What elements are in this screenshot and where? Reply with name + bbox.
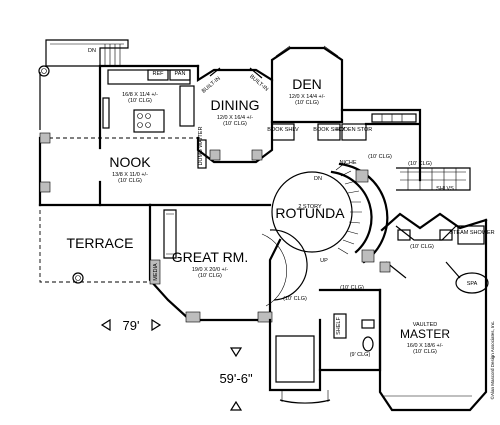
powder-room: SHELF (9' CLG) (10' CLG) [318,285,382,372]
rotunda-name: ROTUNDA [275,205,345,221]
hall-ceiling-3: (10' CLG) [340,285,364,291]
built-in-label-1: BUILT-IN [201,76,222,95]
dumb-waiter-label: DUMB WAITER [198,127,204,166]
shelves-label: SHLVS [436,186,454,192]
spa-tub [455,272,489,294]
nook-ceiling: (10' CLG) [118,178,142,184]
media-label: MEDIA [153,263,159,281]
master-name: MASTER [400,327,450,341]
master-prefix: VAULTED [413,322,438,328]
great-room-name: GREAT RM. [172,249,249,265]
shelf-label: SHELF [336,316,342,334]
entry: (10' CLG) [268,296,331,404]
right-hall: (10' CLG) (10' CLG) SHLVS [340,108,471,192]
terrace-name: TERRACE [67,235,134,251]
rotunda-note: 2 STORY [298,204,322,210]
bath-ceiling: (10' CLG) [410,244,434,250]
kitchen: REF PAN 16/8 X 11/4 +/- (10' CLG) [98,64,200,140]
stair-up-label: UP [320,258,328,264]
pan-label: PAN [175,71,186,77]
master-ceiling: (10' CLG) [413,349,437,355]
upper-deck: DN [38,39,129,130]
great-room-ceiling: (10' CLG) [198,273,222,279]
nook-name: NOOK [109,154,151,170]
powder-ceiling: (9' CLG) [350,352,371,358]
master-dims: 16/0 X 18/6 +/- [407,343,443,349]
niche-label: NICHE [339,160,356,166]
great-room: GREAT RM. 19/0 X 20/0 +/- (10' CLG) MEDI… [148,203,308,323]
copyright-note: ©Alan Mascord Design Associates, Inc. [489,321,495,400]
pantry-icon [169,69,191,81]
foyer-ceiling: (10' CLG) [283,296,307,302]
stair-down-label: DN [314,176,322,182]
overall-depth: 59'-6" [219,371,253,386]
kitchen-island [133,109,165,133]
hall-ceiling-1: (10' CLG) [368,154,392,160]
overall-dimensions: 79' 59'-6" [100,318,253,411]
hall-ceiling-2: (10' CLG) [408,161,432,167]
overall-width: 79' [123,318,140,333]
kitchen-ceiling: (10' CLG) [128,98,152,104]
ref-label: REF [153,71,165,77]
nook: NOOK 13/8 X 11/0 +/- (10' CLG) DUMB WAIT… [38,127,207,207]
rotunda: ROTUNDA 2 STORY DN UP NICHE [271,160,389,264]
den: DEN 12/0 X 14/4 +/- (10' CLG) BOOK SHLV … [267,45,373,141]
den-name: DEN [292,76,322,92]
steam-shower-label: STEAM SHOWER [449,230,494,236]
den-dims: 12/0 X 14/4 +/- [289,94,325,100]
book-shelf-label-1: BOOK SHLV [267,127,299,133]
steam-shower [457,225,485,245]
hidden-storage-label: HODEN STOR [336,127,373,133]
master-suite: STEAM SHOWER SPA (10' CLG) VAULTED MASTE… [378,212,495,412]
terrace: TERRACE [39,210,150,284]
nook-dims: 13/8 X 11/0 +/- [112,172,148,178]
kitchen-dims: 16/8 X 11/4 +/- [122,92,158,98]
great-room-dims: 19/0 X 20/0 +/- [192,267,228,273]
dining-name: DINING [211,97,260,113]
dining-ceiling: (10' CLG) [223,121,247,127]
dining-dims: 12/0 X 16/4 +/- [217,115,253,121]
book-shelf-label-2: BOOK SHLV [313,127,345,133]
deck-stair-down-label: DN [88,48,96,54]
refrigerator-icon [147,69,169,81]
den-ceiling: (10' CLG) [295,100,319,106]
dining: DINING 12/0 X 16/4 +/- (10' CLG) BUILT-I… [196,64,274,164]
spa-label: SPA [467,281,478,287]
